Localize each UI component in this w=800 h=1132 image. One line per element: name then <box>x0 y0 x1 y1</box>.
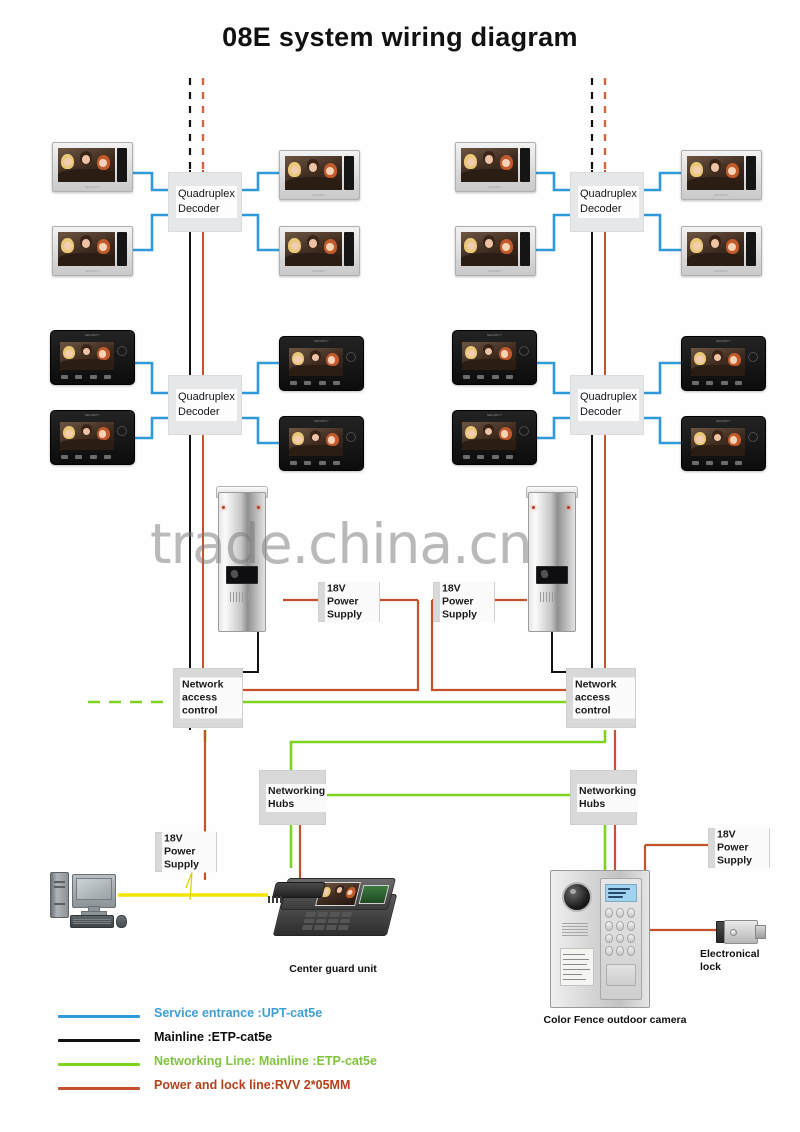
indoor-monitor[interactable]: SECURITY <box>681 226 762 276</box>
camera-lens-icon <box>562 882 592 912</box>
access-control-label: Network access control <box>180 677 242 719</box>
legend-label-power-lock-line: Power and lock line:RVV 2*05MM <box>154 1078 351 1092</box>
legend-label-networking-line: Networking Line: Mainline :ETP-cat5e <box>154 1054 377 1068</box>
network-access-control[interactable]: Network access control <box>173 668 243 728</box>
guard-unit-caption: Center guard unit <box>289 963 377 975</box>
indoor-monitor[interactable]: SECURITY <box>455 226 536 276</box>
indoor-monitor[interactable]: SECURITY <box>50 330 135 385</box>
indoor-monitor[interactable]: SECURITY <box>279 336 364 391</box>
camera-keypad[interactable] <box>605 908 635 956</box>
door-station-left[interactable] <box>216 486 268 632</box>
quadruplex-decoder[interactable]: Quadruplex Decoder <box>570 172 644 232</box>
legend-row: Networking Line: Mainline :ETP-cat5e <box>58 1052 478 1076</box>
power-supply-box[interactable]: 18V Power Supply <box>433 581 495 623</box>
indoor-monitor[interactable]: SECURITY <box>452 330 537 385</box>
mouse <box>116 915 127 928</box>
indoor-monitor[interactable]: SECURITY <box>455 142 536 192</box>
legend-swatch-service-entrance <box>58 1015 140 1018</box>
quadruplex-decoder[interactable]: Quadruplex Decoder <box>168 172 242 232</box>
decoder-label: Quadruplex Decoder <box>176 186 237 218</box>
legend: Service entrance :UPT-cat5e Mainline :ET… <box>58 1004 478 1100</box>
legend-swatch-power-lock-line <box>58 1087 140 1090</box>
indoor-monitor[interactable]: SECURITY <box>681 416 766 471</box>
speaker-grill <box>562 922 588 936</box>
legend-swatch-networking-line <box>58 1063 140 1066</box>
fence-camera-caption: Color Fence outdoor camera <box>543 1014 687 1026</box>
ir-led-icon <box>567 506 570 509</box>
decoder-label: Quadruplex Decoder <box>578 389 639 421</box>
door-station-panel <box>218 492 266 632</box>
pc-tower <box>50 872 69 918</box>
instruction-plate <box>560 948 594 986</box>
ir-led-icon <box>532 506 535 509</box>
speaker-grill <box>540 592 560 602</box>
networking-hub[interactable]: Networking Hubs <box>570 770 639 825</box>
hub-label: Networking Hubs <box>266 783 328 812</box>
power-supply-box[interactable]: 18V Power Supply <box>155 831 217 873</box>
power-supply-label: 18V Power Supply <box>440 581 494 623</box>
door-station-right[interactable] <box>526 486 578 632</box>
pc-monitor <box>72 874 116 908</box>
network-access-control[interactable]: Network access control <box>566 668 636 728</box>
lock-bolt <box>755 925 766 939</box>
electronic-lock[interactable] <box>716 918 766 944</box>
guard-secondary-screen <box>358 885 390 904</box>
indoor-monitor[interactable]: SECURITY <box>52 226 133 276</box>
access-control-label: Network access control <box>573 677 635 719</box>
hub-label: Networking Hubs <box>577 783 639 812</box>
power-supply-label: 18V Power Supply <box>162 831 216 873</box>
handset-cord <box>268 896 282 903</box>
legend-label-service-entrance: Service entrance :UPT-cat5e <box>154 1006 323 1020</box>
indoor-monitor[interactable]: SECURITY <box>279 226 360 276</box>
page-title: 08E system wiring diagram <box>222 22 578 52</box>
indoor-monitor[interactable]: SECURITY <box>52 142 133 192</box>
legend-label-mainline: Mainline :ETP-cat5e <box>154 1030 273 1044</box>
power-supply-box[interactable]: 18V Power Supply <box>708 827 770 869</box>
decoder-label: Quadruplex Decoder <box>578 186 639 218</box>
power-supply-label: 18V Power Supply <box>715 827 769 869</box>
indoor-monitor[interactable]: SECURITY <box>279 416 364 471</box>
lcd-display <box>605 884 637 902</box>
quadruplex-decoder[interactable]: Quadruplex Decoder <box>168 375 242 435</box>
camera-window-icon <box>536 566 568 584</box>
keyboard <box>70 915 114 928</box>
door-station-panel <box>528 492 576 632</box>
speaker-grill <box>230 592 250 602</box>
quadruplex-decoder[interactable]: Quadruplex Decoder <box>570 375 644 435</box>
legend-row: Service entrance :UPT-cat5e <box>58 1004 478 1028</box>
legend-row: Mainline :ETP-cat5e <box>58 1028 478 1052</box>
ir-led-icon <box>257 506 260 509</box>
power-supply-label: 18V Power Supply <box>325 581 379 623</box>
indoor-monitor[interactable]: SECURITY <box>50 410 135 465</box>
electronic-lock-caption: Electronical lock <box>700 948 760 973</box>
indoor-monitor[interactable]: SECURITY <box>279 150 360 200</box>
power-supply-box[interactable]: 18V Power Supply <box>318 581 380 623</box>
rfid-reader-icon <box>606 964 636 986</box>
decoder-label: Quadruplex Decoder <box>176 389 237 421</box>
outdoor-fence-camera[interactable] <box>550 870 650 1008</box>
camera-window-icon <box>226 566 258 584</box>
guard-keypad[interactable] <box>301 912 353 930</box>
indoor-monitor[interactable]: SECURITY <box>452 410 537 465</box>
legend-row: Power and lock line:RVV 2*05MM <box>58 1076 478 1100</box>
center-guard-unit[interactable] <box>266 872 398 944</box>
pc-workstation[interactable] <box>48 866 132 928</box>
indoor-monitor[interactable]: SECURITY <box>681 336 766 391</box>
legend-swatch-mainline <box>58 1039 140 1042</box>
indoor-monitor[interactable]: SECURITY <box>681 150 762 200</box>
ir-led-icon <box>222 506 225 509</box>
lock-screw-icon <box>730 929 737 936</box>
networking-hub[interactable]: Networking Hubs <box>259 770 328 825</box>
